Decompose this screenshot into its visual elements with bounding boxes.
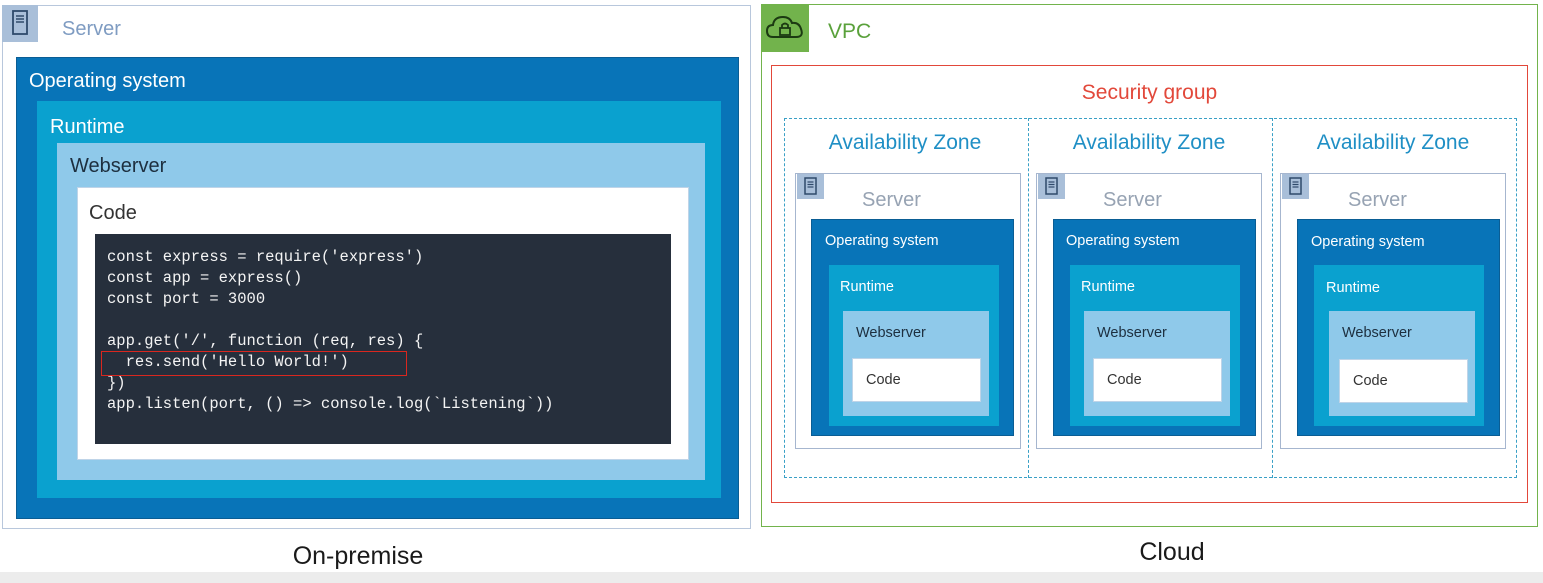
cloud-lock-icon [761, 4, 809, 52]
az-divider [1028, 118, 1029, 478]
availability-zone-label: Availability Zone [828, 131, 982, 154]
code-layer [1093, 358, 1222, 402]
security-group-label: Security group [1081, 81, 1218, 104]
bottom-strip [0, 572, 1543, 583]
server-label: Server [62, 18, 121, 40]
runtime-label: Runtime [1326, 280, 1380, 296]
runtime-label: Runtime [50, 116, 125, 138]
az-divider [1272, 118, 1273, 478]
server-icon [1282, 174, 1309, 199]
runtime-label: Runtime [1081, 279, 1135, 295]
code-label: Code [89, 202, 137, 224]
runtime-label: Runtime [840, 279, 894, 295]
server-icon [2, 5, 38, 42]
availability-zone-label: Availability Zone [1072, 131, 1226, 154]
code-label: Code [866, 372, 901, 388]
webserver-label: Webserver [1097, 325, 1167, 341]
availability-zones-frame [784, 118, 1517, 478]
vpc-frame [761, 4, 1538, 527]
server-icon [1038, 174, 1065, 199]
code-label: Code [1353, 373, 1388, 389]
availability-zone-label: Availability Zone [1316, 131, 1470, 154]
operating-system-label: Operating system [29, 70, 186, 92]
highlighted-line-box [101, 351, 407, 376]
code-layer [1339, 359, 1468, 403]
operating-system-label: Operating system [825, 233, 939, 249]
webserver-label: Webserver [856, 325, 926, 341]
webserver-label: Webserver [1342, 325, 1412, 341]
server-label: Server [1348, 189, 1407, 211]
security-group-frame [771, 65, 1528, 503]
code-layer [852, 358, 981, 402]
vpc-label: VPC [828, 20, 872, 43]
on-premise-caption: On-premise [292, 542, 424, 570]
cloud-caption: Cloud [1139, 538, 1205, 566]
code-editor-panel [95, 234, 671, 444]
webserver-label: Webserver [70, 155, 167, 177]
server-label: Server [1103, 189, 1162, 211]
server-label: Server [862, 189, 921, 211]
code-label: Code [1107, 372, 1142, 388]
code-snippet: const express = require('express') const… [107, 248, 554, 413]
operating-system-label: Operating system [1311, 234, 1425, 250]
server-icon [797, 174, 824, 199]
operating-system-label: Operating system [1066, 233, 1180, 249]
